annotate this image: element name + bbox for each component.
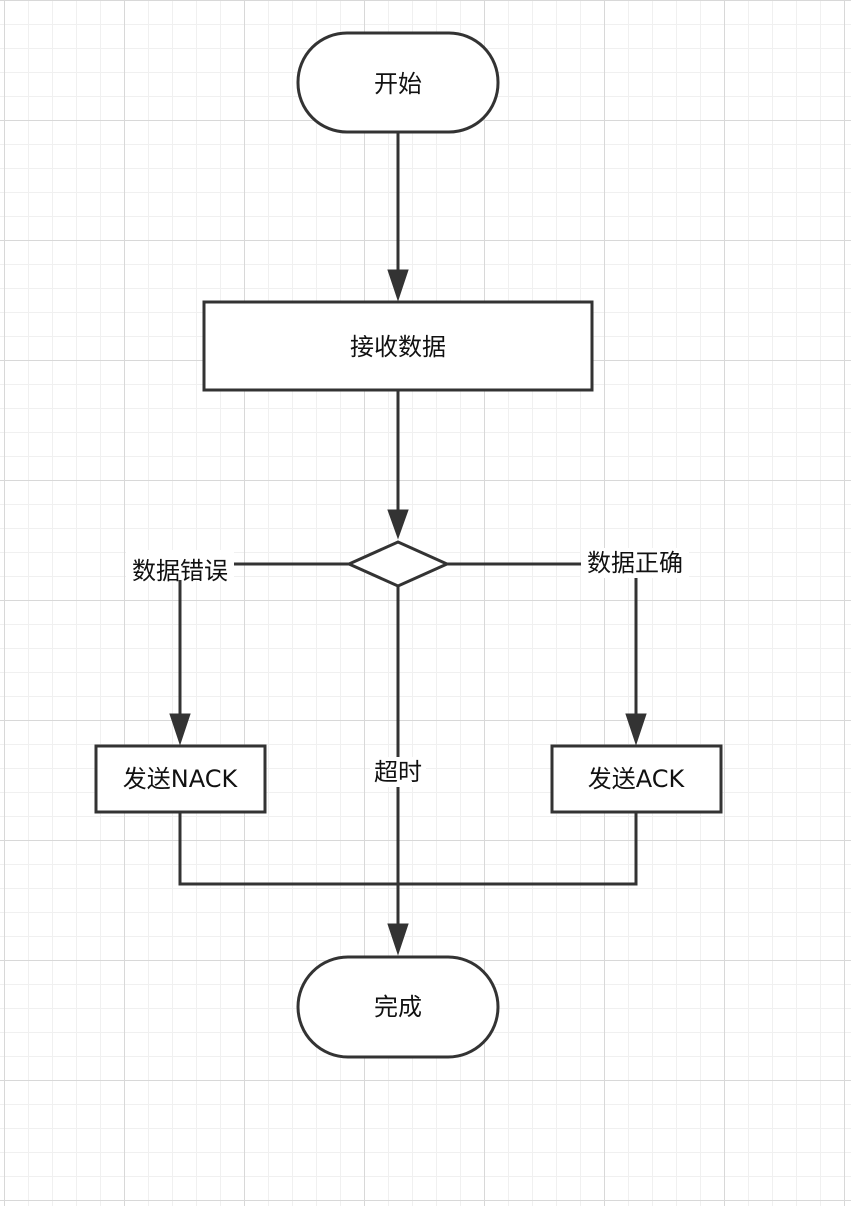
done-label: 完成 bbox=[374, 993, 422, 1021]
edge-decision-to-ack bbox=[447, 562, 638, 716]
edge-label-data-error: 数据错误 bbox=[132, 557, 228, 585]
decision-diamond bbox=[345, 540, 451, 588]
arrow-decision-to-nack bbox=[169, 713, 191, 746]
arrow-receive-to-decision bbox=[387, 509, 409, 540]
send-nack-label: 发送NACK bbox=[123, 765, 239, 793]
edge-label-bg-error bbox=[126, 550, 234, 580]
edge-label-bg-correct bbox=[581, 548, 689, 578]
arrow-to-done bbox=[387, 923, 409, 956]
edge-decision-to-nack bbox=[178, 562, 349, 716]
send-ack-process bbox=[550, 744, 723, 814]
edge-merge-to-done bbox=[178, 812, 638, 886]
start-terminal bbox=[296, 31, 500, 134]
receive-label: 接收数据 bbox=[350, 333, 446, 361]
send-ack-label: 发送ACK bbox=[588, 765, 686, 793]
start-label: 开始 bbox=[374, 70, 422, 98]
edge-label-data-correct: 数据正确 bbox=[587, 549, 683, 577]
send-nack-process bbox=[94, 744, 267, 814]
arrow-decision-to-ack bbox=[625, 713, 647, 746]
edge-label-timeout: 超时 bbox=[374, 758, 422, 786]
edge-label-bg-timeout bbox=[370, 757, 426, 787]
arrow-start-to-receive bbox=[387, 269, 409, 302]
receive-process bbox=[202, 300, 594, 392]
done-terminal bbox=[296, 955, 500, 1059]
